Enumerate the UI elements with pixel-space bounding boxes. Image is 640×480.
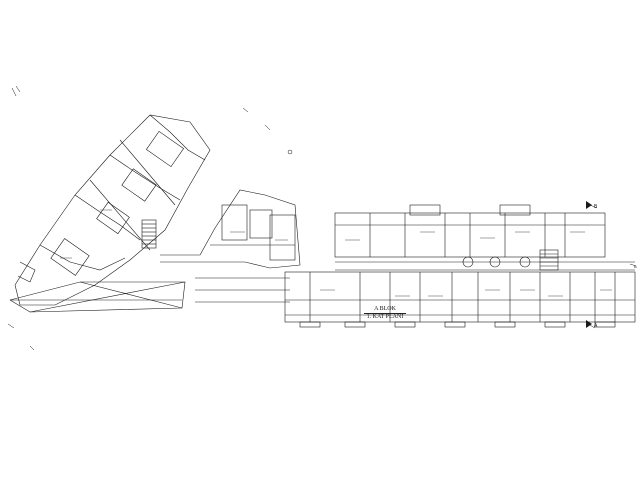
floor-title: 1. KAT PLANI	[366, 314, 404, 320]
right-block-upper-row	[334, 204, 606, 258]
terrace-outline	[9, 281, 186, 313]
title-underline	[364, 313, 406, 314]
stair-block	[141, 219, 157, 249]
block-title: A BLOK	[374, 306, 396, 312]
room-label-marks	[60, 209, 612, 297]
section-mark-b-right: B	[634, 264, 637, 269]
section-markers	[586, 201, 592, 328]
section-mark-b-top: B	[594, 204, 598, 210]
dimension-marks	[7, 85, 637, 351]
corridor	[335, 249, 635, 271]
right-block-lower-row	[284, 271, 636, 328]
middle-wing-outline	[160, 189, 301, 303]
section-mark-a: A	[594, 323, 598, 329]
left-wing-outline	[14, 114, 211, 306]
drawing-title-block: A BLOK 1. KAT PLANI	[360, 306, 410, 321]
